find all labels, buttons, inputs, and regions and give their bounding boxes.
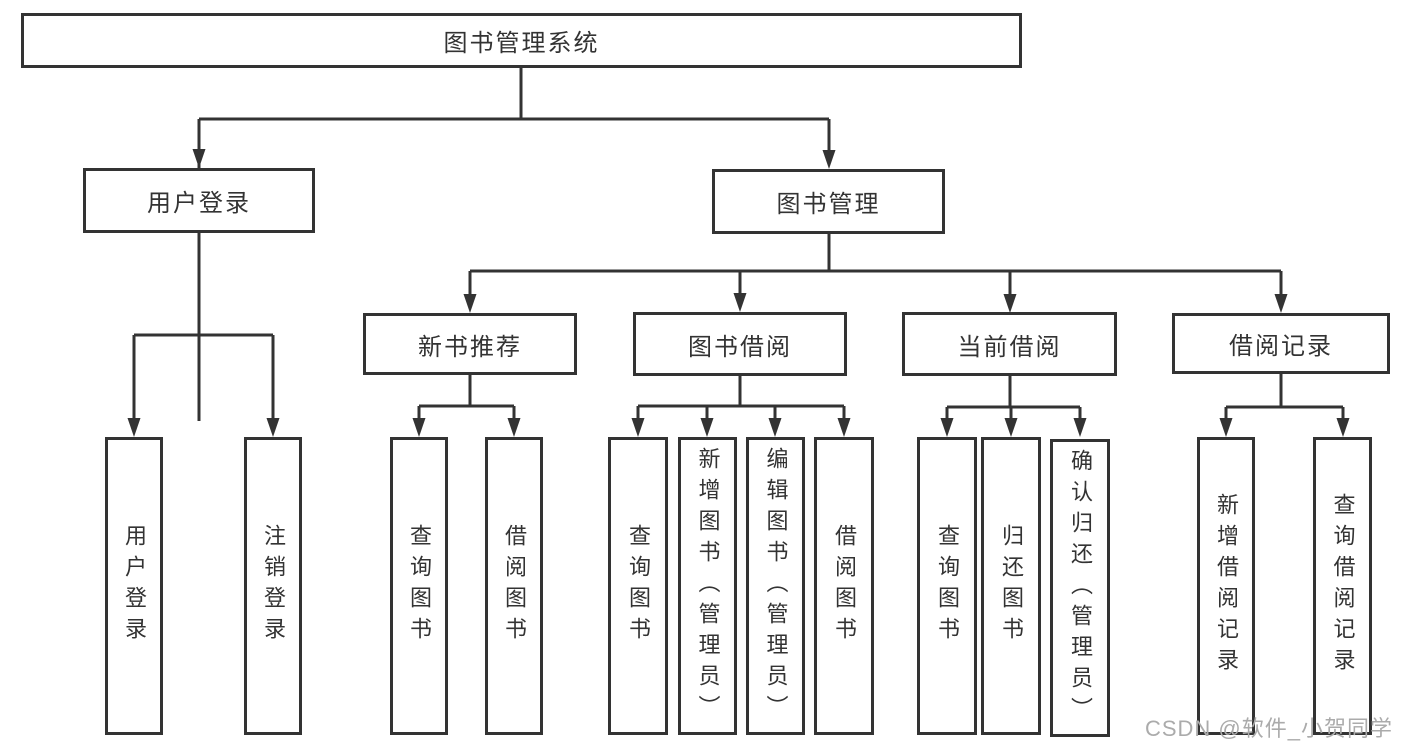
node-book-borrow: 图书借阅 [633,312,847,376]
leaf-query-books-1-label: 查询图书 [407,524,432,648]
leaf-borrow-books-1-label: 借阅图书 [502,524,527,648]
leaf-confirm-return-admin: 确认归还（管理员） [1050,439,1110,737]
node-book-management-label: 图书管理 [776,191,881,218]
leaf-user-login: 用户登录 [105,437,163,735]
node-current-borrow: 当前借阅 [902,312,1117,376]
connector-root-to-level2 [192,68,836,421]
leaf-edit-book-admin-label: 编辑图书（管理员） [763,446,789,726]
leaf-user-login-label: 用户登录 [122,524,147,648]
node-new-book-recommend-label: 新书推荐 [418,333,522,361]
node-user-login-label: 用户登录 [147,190,251,217]
leaf-query-books-2: 查询图书 [608,437,668,735]
leaf-query-borrow-record: 查询借阅记录 [1313,437,1372,735]
leaf-query-books-3-label: 查询图书 [935,524,960,648]
node-book-borrow-label: 图书借阅 [688,333,792,361]
node-user-login: 用户登录 [83,168,315,233]
node-current-borrow-label: 当前借阅 [957,333,1062,361]
leaf-return-books-label: 归还图书 [999,524,1024,648]
leaf-add-borrow-record-label: 新增借阅记录 [1214,493,1239,679]
connector-book-borrow-children [631,376,851,437]
node-borrow-records: 借阅记录 [1172,313,1390,374]
connector-new-book-children [412,375,521,437]
leaf-query-books-3: 查询图书 [917,437,977,735]
node-root-library-system: 图书管理系统 [21,13,1022,68]
connector-current-borrow-children [940,376,1087,437]
connector-borrow-records-children [1219,374,1350,437]
node-root-label: 图书管理系统 [443,30,600,57]
leaf-logout-label: 注销登录 [261,524,286,648]
leaf-add-book-admin: 新增图书（管理员） [678,437,737,735]
leaf-add-book-admin-label: 新增图书（管理员） [695,446,721,726]
leaf-logout: 注销登录 [244,437,302,735]
leaf-add-borrow-record: 新增借阅记录 [1197,437,1255,735]
leaf-confirm-return-admin-label: 确认归还（管理员） [1068,448,1093,728]
node-borrow-records-label: 借阅记录 [1229,333,1333,360]
leaf-borrow-books-1: 借阅图书 [485,437,543,735]
leaf-query-borrow-record-label: 查询借阅记录 [1330,493,1356,679]
leaf-borrow-books-2-label: 借阅图书 [832,524,857,648]
connector-user-login-children [127,233,280,437]
leaf-query-books-1: 查询图书 [390,437,448,735]
node-new-book-recommend: 新书推荐 [363,313,577,375]
leaf-borrow-books-2: 借阅图书 [814,437,874,735]
csdn-watermark: CSDN @软件_小贺同学 [1144,716,1393,741]
leaf-edit-book-admin: 编辑图书（管理员） [746,437,805,735]
leaf-query-books-2-label: 查询图书 [626,524,651,648]
node-book-management: 图书管理 [712,169,945,234]
connector-book-management-children [463,234,1288,313]
leaf-return-books: 归还图书 [981,437,1041,735]
